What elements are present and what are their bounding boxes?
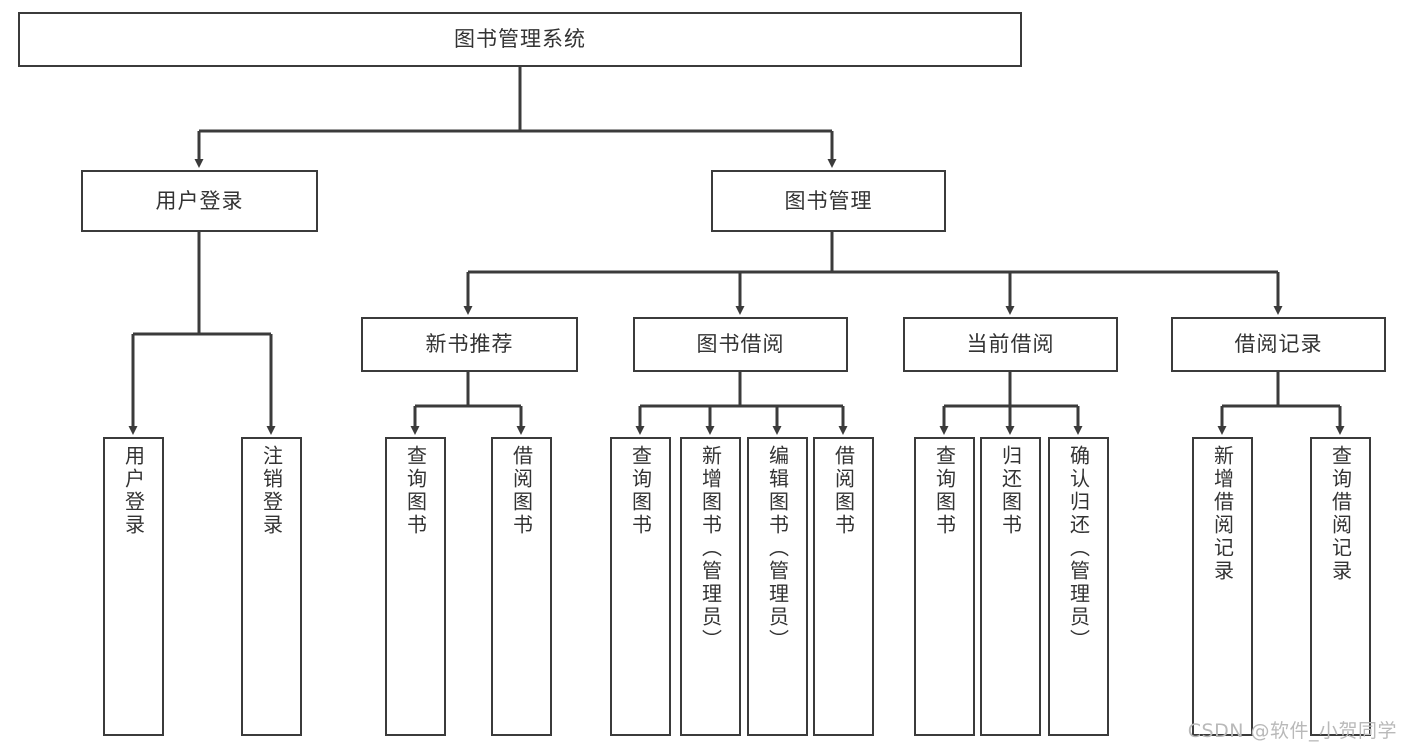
leaf-current-borrow-return[interactable]: 归还图书 (980, 437, 1041, 736)
leaf-label: 注销登录 (259, 445, 284, 537)
leaf-label: 确认归还（管理员） (1066, 445, 1091, 652)
watermark-text: CSDN @软件_小贺同学 (1187, 720, 1397, 742)
leaf-label: 查询图书 (403, 445, 428, 537)
leaf-book-borrow-add[interactable]: 新增图书（管理员） (680, 437, 741, 736)
leaf-label: 查询借阅记录 (1328, 445, 1353, 583)
leaf-borrow-record-add[interactable]: 新增借阅记录 (1192, 437, 1253, 736)
leaf-label: 新增借阅记录 (1210, 445, 1235, 583)
node-label: 用户登录 (155, 188, 244, 213)
node-new-book-recommend[interactable]: 新书推荐 (361, 317, 578, 372)
node-label: 借阅记录 (1234, 332, 1323, 357)
leaf-label: 用户登录 (121, 445, 146, 537)
node-root-system[interactable]: 图书管理系统 (18, 12, 1022, 67)
leaf-book-borrow-edit[interactable]: 编辑图书（管理员） (747, 437, 808, 736)
node-label: 图书管理 (784, 188, 873, 213)
leaf-book-borrow-lend[interactable]: 借阅图书 (813, 437, 874, 736)
node-borrow-record[interactable]: 借阅记录 (1171, 317, 1386, 372)
leaf-new-book-query[interactable]: 查询图书 (385, 437, 446, 736)
node-label: 当前借阅 (966, 332, 1055, 357)
leaf-label: 新增图书（管理员） (698, 445, 723, 652)
leaf-label: 借阅图书 (831, 445, 856, 537)
node-label: 图书借阅 (696, 332, 785, 357)
leaf-label: 借阅图书 (509, 445, 534, 537)
node-book-management[interactable]: 图书管理 (711, 170, 946, 232)
leaf-book-borrow-query[interactable]: 查询图书 (610, 437, 671, 736)
node-user-login[interactable]: 用户登录 (81, 170, 318, 232)
leaf-user-login-login[interactable]: 用户登录 (103, 437, 164, 736)
leaf-current-borrow-query[interactable]: 查询图书 (914, 437, 975, 736)
node-label: 新书推荐 (425, 332, 514, 357)
node-label: 图书管理系统 (454, 27, 586, 52)
leaf-label: 查询图书 (932, 445, 957, 537)
leaf-current-borrow-confirm[interactable]: 确认归还（管理员） (1048, 437, 1109, 736)
leaf-borrow-record-query[interactable]: 查询借阅记录 (1310, 437, 1371, 736)
node-current-borrow[interactable]: 当前借阅 (903, 317, 1118, 372)
leaf-label: 查询图书 (628, 445, 653, 537)
leaf-label: 归还图书 (998, 445, 1023, 537)
node-book-borrow[interactable]: 图书借阅 (633, 317, 848, 372)
leaf-new-book-borrow[interactable]: 借阅图书 (491, 437, 552, 736)
leaf-label: 编辑图书（管理员） (765, 445, 790, 652)
leaf-user-login-logout[interactable]: 注销登录 (241, 437, 302, 736)
